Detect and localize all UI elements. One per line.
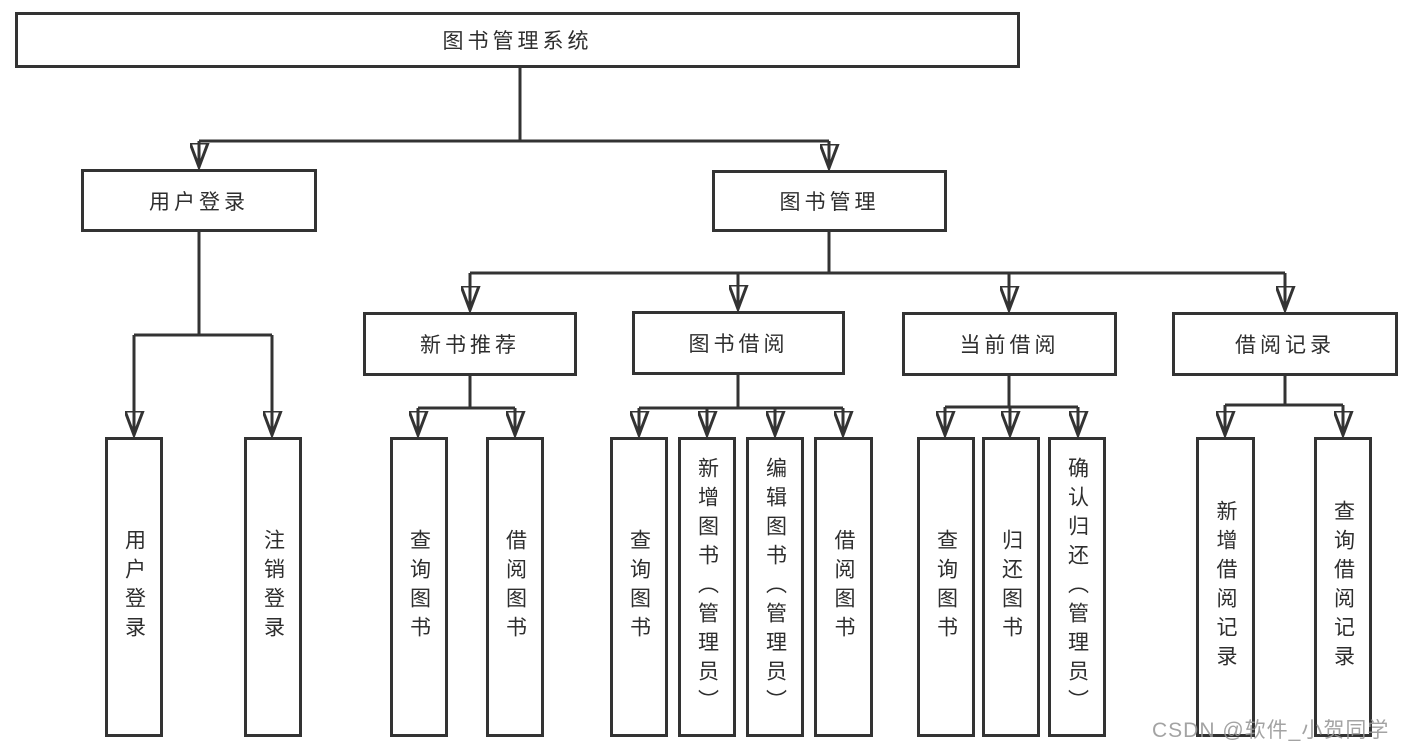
leaf-new-book-query-books: 查询图书 <box>390 437 448 737</box>
leaf-label: 用户登录 <box>122 529 146 645</box>
leaf-return-books: 归还图书 <box>982 437 1040 737</box>
leaf-label: 查询图书 <box>627 529 651 645</box>
leaf-label: 借阅图书 <box>503 529 527 645</box>
node-user-login: 用户登录 <box>81 169 317 232</box>
csdn-watermark: CSDN @软件_小贺同学 <box>1152 719 1390 742</box>
leaf-label: 查询图书 <box>407 529 431 645</box>
leaf-current-query-books: 查询图书 <box>917 437 975 737</box>
leaf-label: 查询图书 <box>934 529 958 645</box>
leaf-label: 注销登录 <box>261 529 285 645</box>
node-book-borrow: 图书借阅 <box>632 311 845 375</box>
leaf-label: 编辑图书（管理员） <box>763 456 787 718</box>
node-library-management-system: 图书管理系统 <box>15 12 1020 68</box>
leaf-label: 查询借阅记录 <box>1331 500 1355 674</box>
leaf-new-book-borrow-books: 借阅图书 <box>486 437 544 737</box>
connector-borrow-records <box>1225 376 1343 435</box>
leaf-logout: 注销登录 <box>244 437 302 737</box>
node-current-borrow: 当前借阅 <box>902 312 1117 376</box>
leaf-edit-book-admin: 编辑图书（管理员） <box>746 437 804 737</box>
leaf-borrow-query-books: 查询图书 <box>610 437 668 737</box>
connector-user-login <box>134 232 272 435</box>
leaf-label: 新增图书（管理员） <box>695 456 719 718</box>
leaf-add-borrow-record: 新增借阅记录 <box>1196 437 1255 737</box>
leaf-confirm-return-admin: 确认归还（管理员） <box>1048 437 1106 737</box>
connector-current-borrow <box>945 376 1078 435</box>
node-book-management: 图书管理 <box>712 170 947 232</box>
connector-book-management <box>470 232 1285 310</box>
node-new-book-recommend: 新书推荐 <box>363 312 577 376</box>
leaf-borrow-books: 借阅图书 <box>814 437 873 737</box>
leaf-label: 确认归还（管理员） <box>1065 456 1089 718</box>
node-borrow-records: 借阅记录 <box>1172 312 1398 376</box>
leaf-label: 新增借阅记录 <box>1214 500 1237 674</box>
leaf-user-login: 用户登录 <box>105 437 163 737</box>
connector-book-borrow <box>639 375 843 435</box>
leaf-label: 归还图书 <box>999 529 1023 645</box>
leaf-label: 借阅图书 <box>832 529 855 645</box>
leaf-add-book-admin: 新增图书（管理员） <box>678 437 736 737</box>
connector-root <box>199 68 829 168</box>
connector-new-book <box>418 376 515 435</box>
leaf-query-borrow-record: 查询借阅记录 <box>1314 437 1372 737</box>
